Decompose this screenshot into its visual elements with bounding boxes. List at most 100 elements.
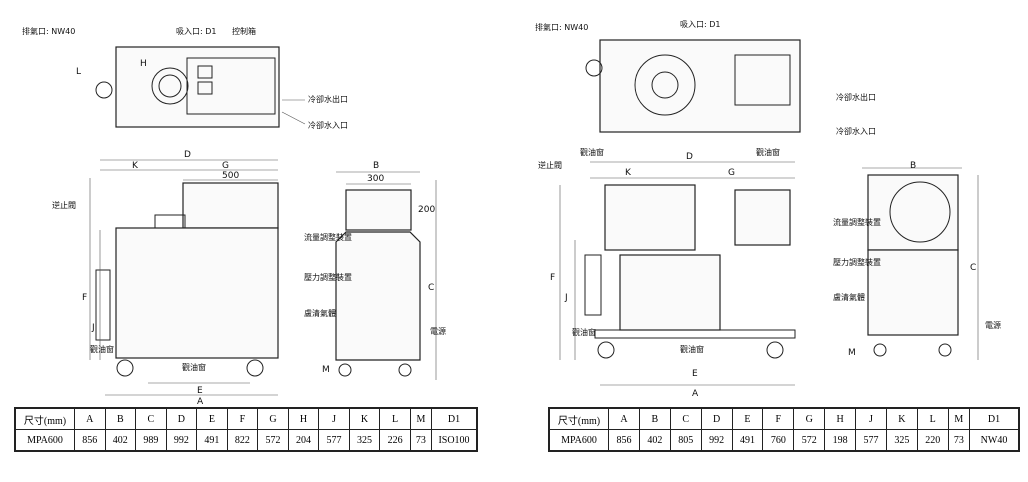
right-dim-F: F bbox=[550, 273, 555, 283]
dim-L: L bbox=[76, 67, 81, 77]
right-dim-K: K bbox=[625, 168, 632, 178]
cell: 760 bbox=[762, 429, 795, 452]
right-inlet-label: 吸入口: D1 bbox=[680, 20, 721, 29]
right-water-out-label: 冷卻水出口 bbox=[836, 92, 876, 102]
dim-D: D bbox=[184, 150, 191, 160]
right-oil-window-left-label: 觀油窗 bbox=[580, 147, 604, 157]
cell: 325 bbox=[885, 429, 918, 452]
right-dimension-table: 尺寸(mm) A B C D E F G H J K L M D1 MPA600… bbox=[548, 407, 1020, 452]
header-cell: A bbox=[608, 407, 640, 430]
header-cell: J bbox=[318, 407, 350, 430]
dim-E: E bbox=[197, 386, 203, 396]
right-dim-C: C bbox=[970, 263, 976, 273]
cell: 402 bbox=[104, 429, 137, 452]
dimension-drawings: 排氣口: NW40 吸入口: D1 控制箱 冷卻水出口 冷卻水入口 L H D … bbox=[22, 20, 1001, 405]
cell: 822 bbox=[226, 429, 259, 452]
cell: 577 bbox=[318, 429, 350, 452]
header-cell: K bbox=[348, 407, 381, 430]
dim-F: F bbox=[82, 293, 87, 303]
dim-A: A bbox=[197, 397, 204, 405]
header-cell: M bbox=[947, 407, 971, 430]
right-pressure-adjust-label: 壓力調整裝置 bbox=[833, 257, 881, 267]
right-dim-A: A bbox=[692, 389, 699, 399]
cell: 572 bbox=[793, 429, 826, 452]
right-dim-M: M bbox=[848, 348, 856, 358]
header-cell: F bbox=[762, 407, 795, 430]
left-water-out-label: 冷卻水出口 bbox=[308, 94, 348, 104]
right-purge-gas-label: 盧清氣體 bbox=[833, 292, 865, 302]
cell: 992 bbox=[165, 429, 198, 452]
header-cell: B bbox=[638, 407, 671, 430]
cell: 325 bbox=[348, 429, 381, 452]
left-exhaust-label: 排氣口: NW40 bbox=[22, 26, 75, 36]
left-dim-M: M bbox=[322, 365, 330, 375]
cell: MPA600 bbox=[14, 429, 75, 452]
right-dim-B: B bbox=[910, 161, 916, 171]
left-dimension-table: 尺寸(mm) A B C D E F G H J K L M D1 MPA600… bbox=[14, 407, 478, 452]
right-flow-adjust-label: 流量調整裝置 bbox=[833, 217, 881, 227]
left-dim-C: C bbox=[428, 283, 434, 293]
cell: 572 bbox=[257, 429, 289, 452]
header-cell: 尺寸(mm) bbox=[14, 407, 75, 430]
right-oil-window-bottom-label: 觀油窗 bbox=[680, 344, 704, 354]
table-row: MPA600 856 402 989 992 491 822 572 204 5… bbox=[14, 429, 478, 452]
header-cell: H bbox=[824, 407, 856, 430]
cell: 204 bbox=[287, 429, 320, 452]
cell: 989 bbox=[135, 429, 167, 452]
right-side-view: B C M 流量調整裝置 壓力調整裝置 盧清氣體 電源 bbox=[833, 161, 1001, 360]
left-oil-window-label-2: 觀油窗 bbox=[182, 362, 206, 372]
cell: 220 bbox=[916, 429, 949, 452]
table-header-row: 尺寸(mm) A B C D E F G H J K L M D1 bbox=[14, 407, 478, 430]
right-power-label: 電源 bbox=[985, 321, 1001, 330]
dim-500: 500 bbox=[222, 171, 239, 181]
right-dim-D: D bbox=[686, 152, 693, 162]
table-header-row: 尺寸(mm) A B C D E F G H J K L M D1 bbox=[548, 407, 1020, 430]
dim-200: 200 bbox=[418, 205, 435, 215]
cell: 856 bbox=[74, 429, 106, 452]
right-front-view: D K G F J E A 逆止閥 觀油窗 觀油窗 觀油窗 觀油窗 bbox=[538, 147, 796, 399]
header-cell: F bbox=[226, 407, 259, 430]
right-water-in-label: 冷卻水入口 bbox=[836, 126, 876, 136]
right-dim-G: G bbox=[728, 168, 735, 178]
header-cell: E bbox=[731, 407, 764, 430]
header-cell: L bbox=[379, 407, 411, 430]
left-side-view: B 300 200 C M 流量調整裝置 壓力調整裝置 盧清氣體 電源 bbox=[304, 161, 446, 380]
cell: 73 bbox=[947, 429, 971, 452]
cell: 198 bbox=[824, 429, 856, 452]
left-inlet-label: 吸入口: D1 bbox=[176, 27, 217, 36]
header-cell: G bbox=[257, 407, 289, 430]
dim-K: K bbox=[132, 161, 139, 171]
left-power-label: 電源 bbox=[430, 327, 446, 336]
cell: 402 bbox=[638, 429, 671, 452]
cell: MPA600 bbox=[548, 429, 609, 452]
left-check-valve-label: 逆止閥 bbox=[52, 200, 76, 210]
right-top-view: 排氣口: NW40 吸入口: D1 冷卻水出口 冷卻水入口 bbox=[535, 20, 876, 136]
dim-H: H bbox=[140, 59, 147, 69]
dim-G: G bbox=[222, 161, 229, 171]
right-oil-window-top-label: 觀油窗 bbox=[756, 147, 780, 157]
header-cell: D1 bbox=[431, 407, 478, 430]
cell: 73 bbox=[409, 429, 433, 452]
header-cell: H bbox=[287, 407, 320, 430]
cell: 856 bbox=[608, 429, 640, 452]
left-purge-gas-label: 盧清氣體 bbox=[304, 308, 336, 318]
left-front-view: D K G 500 F J E A 逆止閥 觀油窗 觀油窗 bbox=[52, 150, 279, 405]
right-dim-J: J bbox=[564, 293, 568, 303]
dim-J: J bbox=[91, 323, 95, 333]
header-cell: D bbox=[700, 407, 733, 430]
header-cell: B bbox=[104, 407, 137, 430]
cell: 226 bbox=[379, 429, 411, 452]
left-oil-window-label: 觀油窗 bbox=[90, 344, 114, 354]
dim-300: 300 bbox=[367, 174, 384, 184]
header-cell: E bbox=[196, 407, 228, 430]
cell: 577 bbox=[855, 429, 887, 452]
cell: 491 bbox=[731, 429, 764, 452]
header-cell: 尺寸(mm) bbox=[548, 407, 609, 430]
header-cell: G bbox=[793, 407, 826, 430]
left-top-view: 排氣口: NW40 吸入口: D1 控制箱 冷卻水出口 冷卻水入口 L H bbox=[22, 26, 348, 130]
cell: 491 bbox=[196, 429, 228, 452]
header-cell: J bbox=[855, 407, 887, 430]
left-control-box-label: 控制箱 bbox=[232, 26, 256, 36]
header-cell: C bbox=[669, 407, 702, 430]
cell: ISO100 bbox=[431, 429, 478, 452]
